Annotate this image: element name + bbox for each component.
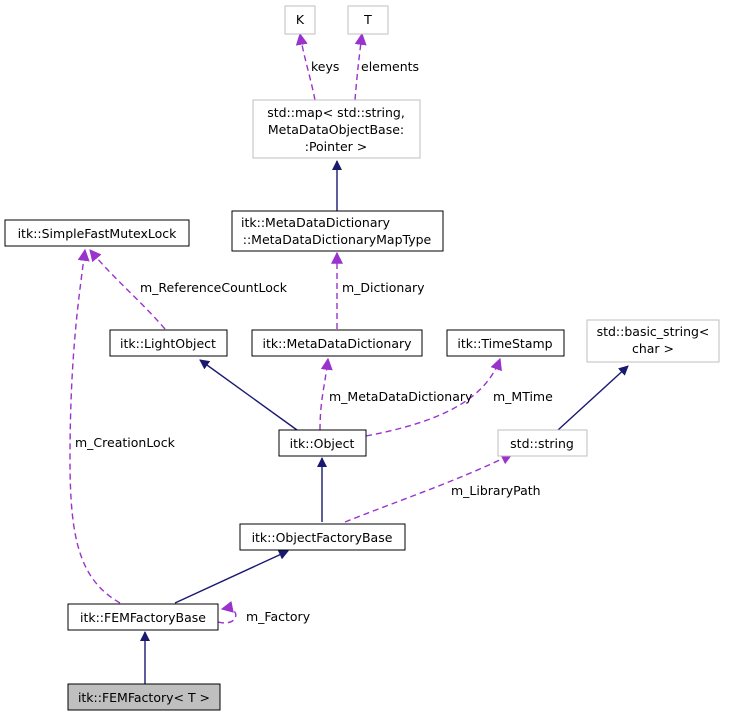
inherit-edge-stdstring-to-basicstring: [557, 365, 629, 431]
assoc-edge-factory-self: [217, 601, 237, 624]
class-node-fem-factory-label: itk::FEMFactory< T >: [78, 690, 210, 705]
inherit-edge-object-to-lightobject: [199, 359, 298, 431]
class-node-k[interactable]: K: [284, 5, 316, 35]
class-node-std-map-line1: std::map< std::string,: [267, 105, 405, 120]
assoc-edge-meta-data-dictionary: [319, 357, 333, 431]
class-node-simple-fast-mutex-lock[interactable]: itk::SimpleFastMutexLock: [4, 219, 190, 247]
assoc-edge-creation-lock: [69, 248, 121, 604]
edge-label-keys: keys: [311, 59, 339, 74]
edge-label-mtime: m_MTime: [493, 389, 553, 404]
edge-label-meta-data-dictionary: m_MetaDataDictionary: [329, 389, 473, 404]
class-node-object[interactable]: itk::Object: [278, 429, 367, 457]
class-node-basic-string[interactable]: std::basic_string< char >: [586, 319, 720, 363]
assoc-edge-keys: [295, 32, 316, 101]
edge-label-dictionary: m_Dictionary: [342, 280, 425, 295]
class-node-time-stamp-label: itk::TimeStamp: [457, 336, 552, 351]
class-node-object-factory-base[interactable]: itk::ObjectFactoryBase: [239, 523, 406, 551]
class-node-basic-string-line1: std::basic_string<: [597, 324, 710, 339]
class-node-light-object[interactable]: itk::LightObject: [109, 329, 228, 357]
assoc-edge-mtime: [365, 357, 502, 437]
class-node-fem-factory-base-label: itk::FEMFactoryBase: [80, 610, 206, 625]
class-node-fem-factory-base[interactable]: itk::FEMFactoryBase: [67, 603, 219, 631]
class-node-meta-data-dictionary[interactable]: itk::MetaDataDictionary: [251, 329, 423, 357]
class-node-dict-map-type[interactable]: itk::MetaDataDictionary ::MetaDataDictio…: [231, 210, 444, 252]
inherit-edge-femfactorybase-to-factorybase: [174, 550, 289, 604]
edge-label-reference-count-lock: m_ReferenceCountLock: [140, 280, 288, 295]
class-node-t-label: T: [363, 12, 372, 27]
class-node-object-label: itk::Object: [290, 436, 355, 451]
class-node-meta-data-dictionary-label: itk::MetaDataDictionary: [262, 336, 412, 351]
assoc-edge-reference-count-lock: [89, 249, 166, 330]
class-node-light-object-label: itk::LightObject: [120, 336, 216, 351]
class-node-object-factory-base-label: itk::ObjectFactoryBase: [252, 530, 393, 545]
class-node-basic-string-line2: char >: [632, 341, 674, 356]
class-node-fem-factory[interactable]: itk::FEMFactory< T >: [67, 683, 221, 711]
class-node-k-label: K: [296, 12, 305, 27]
edge-label-creation-lock: m_CreationLock: [75, 435, 176, 450]
class-node-dict-map-type-line1: itk::MetaDataDictionary: [241, 215, 391, 230]
class-node-std-map-line3: :Pointer >: [305, 139, 368, 154]
class-node-std-map[interactable]: std::map< std::string, MetaDataObjectBas…: [252, 99, 421, 159]
class-node-t[interactable]: T: [347, 5, 389, 35]
edge-label-factory: m_Factory: [246, 609, 311, 624]
class-node-std-string[interactable]: std::string: [497, 429, 588, 457]
edge-label-elements: elements: [361, 59, 419, 74]
edge-label-library-path: m_LibraryPath: [451, 483, 541, 498]
class-node-simple-fast-mutex-lock-label: itk::SimpleFastMutexLock: [18, 226, 178, 241]
class-node-std-map-line2: MetaDataObjectBase:: [268, 122, 404, 137]
class-node-std-string-label: std::string: [510, 436, 574, 451]
assoc-edge-library-path: [344, 453, 514, 523]
assoc-edge-elements: [354, 32, 367, 101]
class-node-dict-map-type-line2: ::MetaDataDictionaryMapType: [243, 232, 432, 247]
class-node-time-stamp[interactable]: itk::TimeStamp: [446, 329, 565, 357]
